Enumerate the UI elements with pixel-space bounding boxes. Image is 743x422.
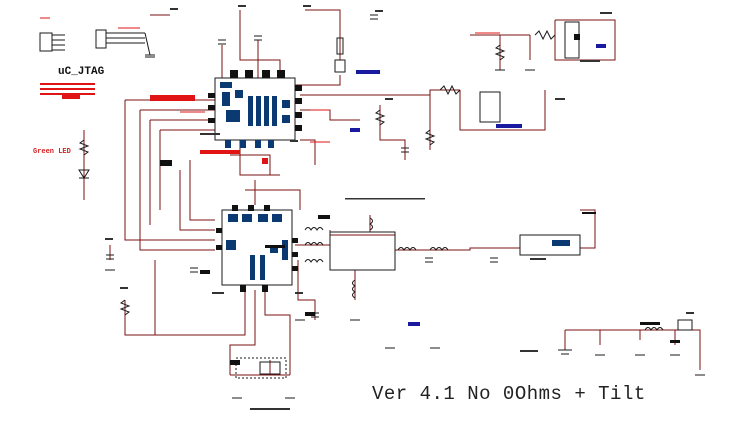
component-designators — [105, 5, 694, 410]
net-label-bars — [160, 34, 680, 365]
red-net-labels — [40, 17, 500, 164]
version-label: Ver 4.1 No 0Ohms + Tilt — [372, 383, 646, 405]
rf-transceiver-chip — [216, 205, 298, 292]
ground-symbols — [105, 56, 705, 399]
mcu-chip — [208, 70, 302, 148]
green-led-label: Green LED — [33, 148, 71, 156]
wires — [83, 9, 701, 376]
components — [39, 14, 705, 399]
jtag-header-label: uC_JTAG — [58, 66, 105, 78]
